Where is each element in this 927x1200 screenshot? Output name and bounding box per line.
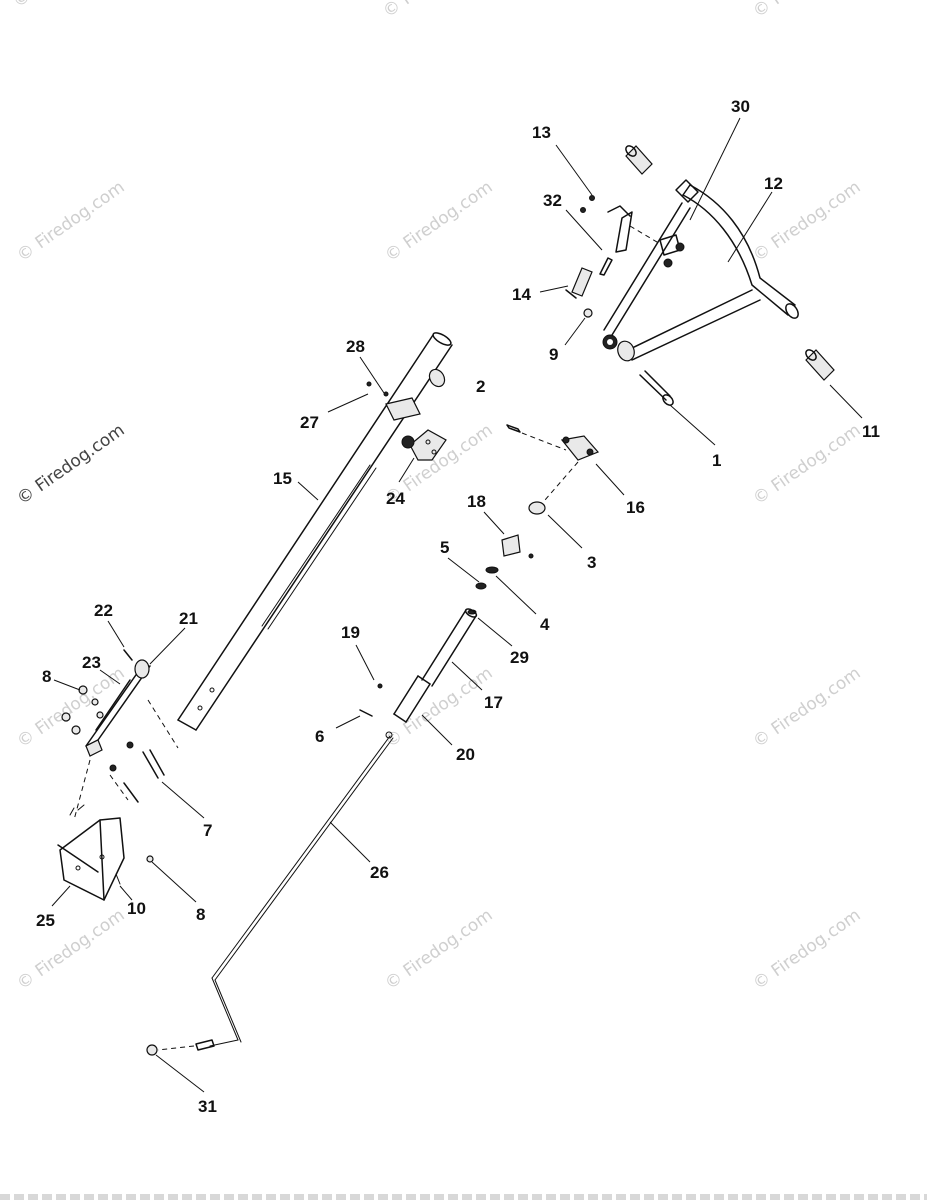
watermark: © Firedog.com [379, 0, 494, 22]
callout-1: 1 [712, 451, 721, 470]
callout-15: 15 [273, 469, 292, 488]
base-assembly [57, 649, 179, 901]
leader-lines [51, 117, 863, 1093]
callout-6: 6 [315, 727, 324, 746]
callouts: 1 2 3 4 5 6 7 8 8 9 10 11 12 13 14 15 16… [36, 97, 880, 1116]
watermark: © Firedog.com [749, 420, 864, 509]
callout-24: 24 [386, 489, 405, 508]
callout-8-upper: 8 [42, 667, 51, 686]
main-tube-assembly [177, 332, 453, 731]
bottom-edge-strip [0, 1194, 927, 1200]
callout-7: 7 [203, 821, 212, 840]
watermark: © Firedog.com [381, 177, 496, 266]
callout-10: 10 [127, 899, 146, 918]
callout-12: 12 [764, 174, 783, 193]
callout-27: 27 [300, 413, 319, 432]
callout-28: 28 [346, 337, 365, 356]
handle-assembly [565, 145, 835, 406]
callout-26: 26 [370, 863, 389, 882]
watermark: © Firedog.com [9, 0, 124, 12]
callout-29: 29 [510, 648, 529, 667]
callout-3: 3 [587, 553, 596, 572]
callout-32: 32 [543, 191, 562, 210]
shaft-assembly [146, 424, 600, 1056]
callout-5: 5 [440, 538, 449, 557]
callout-2: 2 [476, 377, 485, 396]
watermark: © Firedog.com [749, 905, 864, 994]
callout-23: 23 [82, 653, 101, 672]
callout-17: 17 [484, 693, 503, 712]
watermark: © Firedog.com [13, 420, 128, 509]
watermark: © Firedog.com [749, 0, 864, 22]
callout-9: 9 [549, 345, 558, 364]
watermark: © Firedog.com [13, 177, 128, 266]
callout-14: 14 [512, 285, 531, 304]
callout-4: 4 [540, 615, 550, 634]
callout-19: 19 [341, 623, 360, 642]
callout-8-lower: 8 [196, 905, 205, 924]
callout-25: 25 [36, 911, 55, 930]
callout-21: 21 [179, 609, 198, 628]
callout-11: 11 [862, 422, 880, 441]
callout-30: 30 [731, 97, 750, 116]
callout-31: 31 [198, 1097, 217, 1116]
watermark-layer: © Firedog.com © Firedog.com © Firedog.co… [9, 0, 864, 994]
watermark: © Firedog.com [749, 663, 864, 752]
callout-20: 20 [456, 745, 475, 764]
callout-22: 22 [94, 601, 113, 620]
callout-13: 13 [532, 123, 551, 142]
watermark: © Firedog.com [381, 905, 496, 994]
callout-16: 16 [626, 498, 645, 517]
watermark: © Firedog.com [13, 905, 128, 994]
callout-18: 18 [467, 492, 486, 511]
